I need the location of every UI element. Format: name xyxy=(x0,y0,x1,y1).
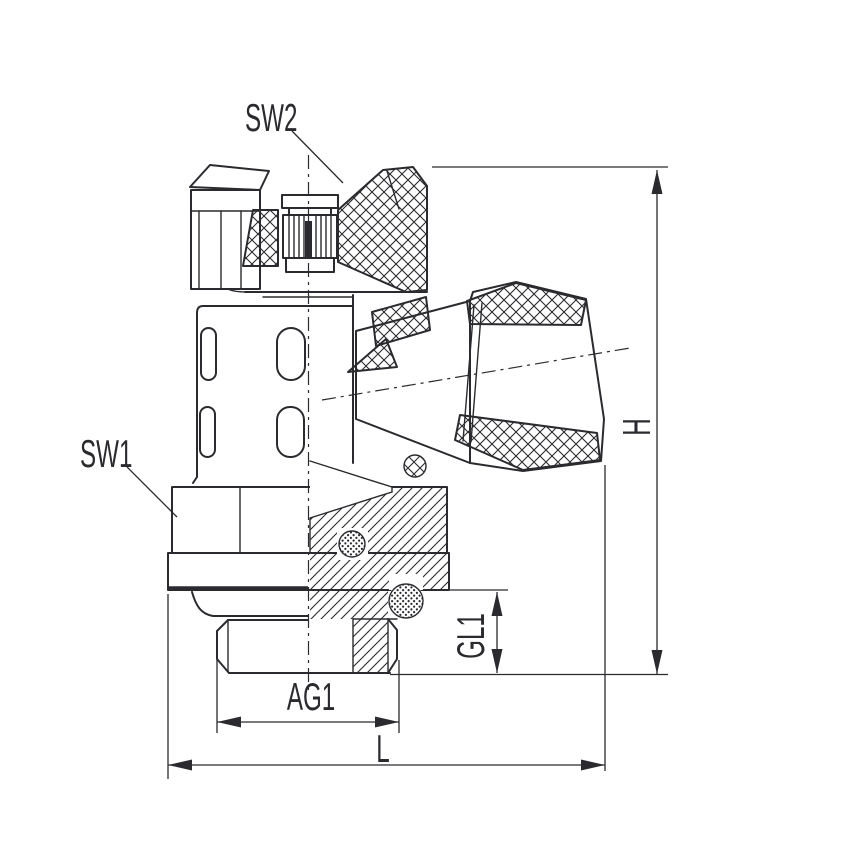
dimension-h: H xyxy=(432,166,668,674)
outlet-centerline xyxy=(321,347,631,401)
callout-sw1: SW1 xyxy=(80,432,178,518)
dimension-ag1: AG1 xyxy=(216,633,400,733)
threaded-stud xyxy=(191,528,668,676)
collet xyxy=(281,194,339,273)
callout-label-sw1: SW1 xyxy=(80,432,132,475)
dimension-label-ag1: AG1 xyxy=(287,675,335,718)
leader-line-sw2 xyxy=(291,130,344,184)
dimension-label-h: H xyxy=(615,418,658,435)
hex-nut xyxy=(171,460,448,554)
callout-label-sw2: SW2 xyxy=(245,96,297,139)
dimension-label-gl1: GL1 xyxy=(449,613,492,659)
callout-sw2: SW2 xyxy=(245,96,344,184)
flange xyxy=(167,552,450,591)
side-outlet xyxy=(347,281,605,478)
dimension-gl1: GL1 xyxy=(449,589,508,673)
leader-line-sw1 xyxy=(126,466,178,518)
top-nut xyxy=(189,164,428,298)
dimension-l: L xyxy=(167,465,606,779)
body xyxy=(192,294,354,484)
dimension-label-l: L xyxy=(376,727,389,770)
